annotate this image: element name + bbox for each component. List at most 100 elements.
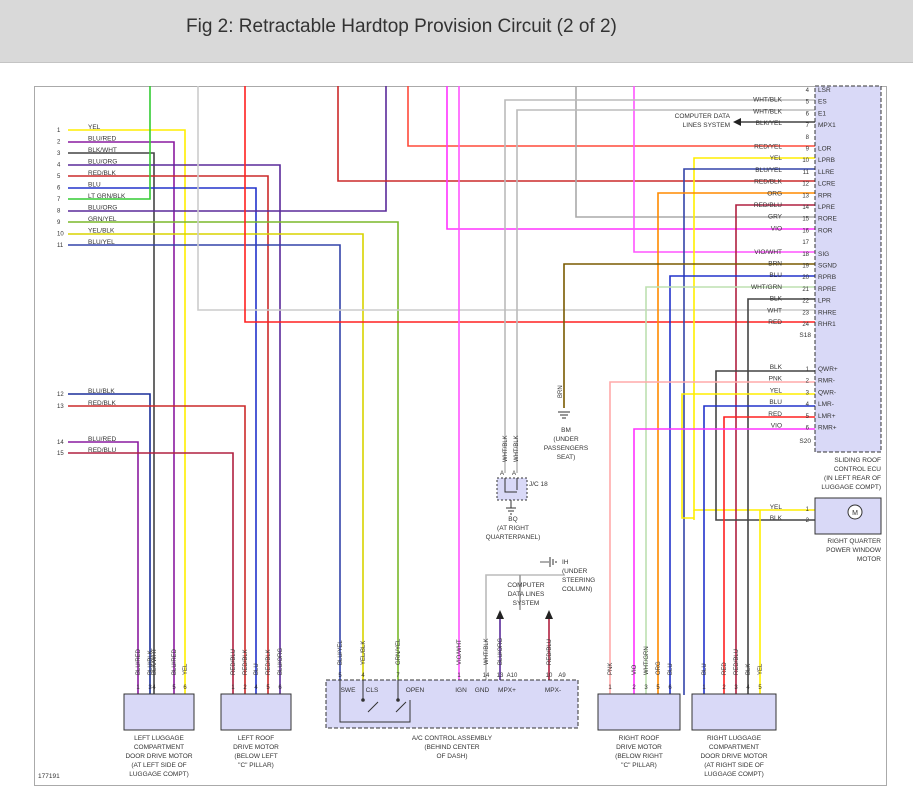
right-roof-motor-label: "C" PILLAR) bbox=[621, 762, 657, 769]
ecu-terminal-label: LLRE bbox=[818, 169, 835, 176]
wire-lower-left bbox=[68, 405, 246, 695]
harness-pin-number: 9 bbox=[57, 220, 61, 226]
harness-wire-label: GRN/YEL bbox=[88, 216, 117, 223]
ac-pin-number: A9 bbox=[558, 673, 566, 679]
ecu-terminal-label: LPRB bbox=[818, 157, 835, 164]
harness-pin-number: 13 bbox=[57, 404, 64, 410]
ecu-terminal-label: RMR- bbox=[818, 378, 835, 385]
ecu-terminal-label: RMR+ bbox=[818, 425, 837, 432]
harness-wire-label: BLK/WHT bbox=[88, 147, 117, 154]
wire-wht-rhre bbox=[197, 86, 815, 311]
component-wire-label: BLK bbox=[746, 664, 752, 675]
right-luggage-motor-label: COMPARTMENT bbox=[709, 744, 759, 751]
component-pin-number: 4 bbox=[152, 685, 156, 691]
ac-control-label: (BEHIND CENTER bbox=[424, 744, 480, 751]
ecu-terminal-label: LCRE bbox=[818, 181, 836, 188]
left-luggage-motor bbox=[123, 693, 195, 731]
ac-terminal-label: SWE bbox=[341, 687, 356, 694]
wire-wht-blk-es bbox=[504, 99, 815, 473]
ecu-wire-label: VIO bbox=[771, 423, 782, 430]
component-pin-number: 4 bbox=[746, 685, 750, 691]
component-pin-number: 2 bbox=[632, 685, 636, 691]
component-wire-label: WHT/GRN bbox=[644, 646, 650, 675]
ecu-pin-number: 2 bbox=[806, 379, 810, 385]
ground-ih-label: (UNDER bbox=[562, 568, 588, 575]
ac-pin-number: 4 bbox=[361, 673, 365, 679]
ac-control-label: OF DASH) bbox=[436, 753, 467, 760]
ecu-pin-number: 5 bbox=[806, 100, 810, 106]
ecu-wire-label: PNK bbox=[769, 376, 783, 383]
ground-icon bbox=[549, 557, 557, 567]
ecu-terminal-label: E1 bbox=[818, 110, 826, 117]
ecu-pin-number: 20 bbox=[802, 275, 809, 281]
junction-pin: A bbox=[512, 471, 516, 477]
ecu-terminal-label: RPRE bbox=[818, 286, 837, 293]
computer-data-mid-label: COMPUTER bbox=[507, 582, 545, 589]
ac-pin-number: 5 bbox=[338, 673, 342, 679]
component-pin-number: 5 bbox=[758, 685, 762, 691]
junction-connection bbox=[504, 478, 518, 508]
right-luggage-motor-label: LUGGAGE COMPT) bbox=[704, 771, 764, 778]
ground-bm-label: (UNDER bbox=[553, 436, 579, 443]
ecu-terminal-label: LSR bbox=[818, 87, 831, 94]
wire-yel-lprb bbox=[693, 157, 815, 511]
harness-pin-number: 11 bbox=[57, 243, 64, 249]
harness-wire-label: RED/BLK bbox=[88, 170, 116, 177]
ecu-wire-label: RED/BLK bbox=[754, 179, 782, 186]
ac-wire-label: VIO/WHT bbox=[457, 639, 463, 665]
ac-pin-number: A10 bbox=[507, 673, 518, 679]
ecu-wire-label: RED bbox=[768, 319, 782, 326]
ecu-pin-number: 4 bbox=[806, 88, 810, 94]
ecu-pin-number: 18 bbox=[802, 252, 809, 258]
wire-blu-org-up bbox=[68, 86, 387, 212]
ecu-terminal-label: RPRB bbox=[818, 274, 836, 281]
harness-wire-label: YEL bbox=[88, 124, 101, 131]
component-wire-label: RED/BLU bbox=[231, 649, 237, 675]
ecu-pin-number: 15 bbox=[802, 217, 809, 223]
ecu-pin-number: 23 bbox=[802, 310, 809, 316]
ecu-pin-number: 16 bbox=[802, 228, 809, 234]
left-roof-motor-label: "C" PILLAR) bbox=[238, 762, 274, 769]
ecu-pin-number: 19 bbox=[802, 264, 809, 270]
wire-red-blk-left bbox=[68, 175, 269, 695]
ecu-pin-number: 11 bbox=[803, 170, 810, 176]
component-wire-label: YEL bbox=[758, 663, 764, 675]
ac-terminal-label: OPEN bbox=[406, 687, 425, 694]
wire-blk-lpr bbox=[747, 298, 815, 695]
ecu-wire-label: RED/BLU bbox=[754, 202, 782, 209]
harness-pin-number: 1 bbox=[57, 128, 61, 134]
ac-wire-label: YEL/BLK bbox=[361, 641, 367, 665]
ac-pin-number: 10 bbox=[546, 673, 553, 679]
wire-gry-rore bbox=[575, 86, 815, 218]
right-luggage-motor bbox=[691, 693, 777, 731]
ground-ih-label: STEERING bbox=[562, 577, 595, 584]
wire-blu-yel-llre bbox=[683, 168, 815, 695]
ecu-wire-label: YEL bbox=[770, 155, 783, 162]
junction-jc18 bbox=[496, 477, 528, 501]
wire-wht-grn-rpre bbox=[645, 286, 815, 695]
wire-wht-blk-gnd bbox=[485, 574, 565, 695]
ecu-wire-label: BLK bbox=[770, 296, 783, 303]
ecu-terminal-label: MPX1 bbox=[818, 122, 836, 129]
wire-blu-red-left bbox=[68, 141, 175, 695]
ac-wire-label: RED/BLU bbox=[547, 639, 553, 665]
window-motor-box bbox=[814, 497, 882, 535]
component-wire-label: RED/BLU bbox=[734, 649, 740, 675]
harness-wire-label: BLU/RED bbox=[88, 136, 116, 143]
ecu-wire-label: WHT bbox=[767, 307, 782, 314]
ecu-wire-label: WHT/BLK bbox=[753, 97, 783, 104]
component-wire-label: RED/BLK bbox=[266, 649, 272, 675]
wire-blu-rprb bbox=[669, 275, 815, 695]
ac-wire-label: WHT/BLK bbox=[484, 638, 490, 665]
wire-yel-qwr bbox=[681, 393, 815, 519]
ecu-terminal-label: LMR+ bbox=[818, 413, 836, 420]
left-luggage-motor-label: LEFT LUGGAGE bbox=[134, 735, 184, 742]
computer-data-mid-label: DATA LINES bbox=[508, 591, 545, 598]
wire-red-rhr1 bbox=[244, 86, 815, 323]
window-motor-label: POWER WINDOW bbox=[826, 547, 882, 554]
ecu-pin-number: 10 bbox=[802, 158, 809, 164]
component-wire-label: RED/BLK bbox=[243, 649, 249, 675]
component-pin-number: 3 bbox=[734, 685, 738, 691]
window-motor-label: MOTOR bbox=[857, 556, 881, 563]
